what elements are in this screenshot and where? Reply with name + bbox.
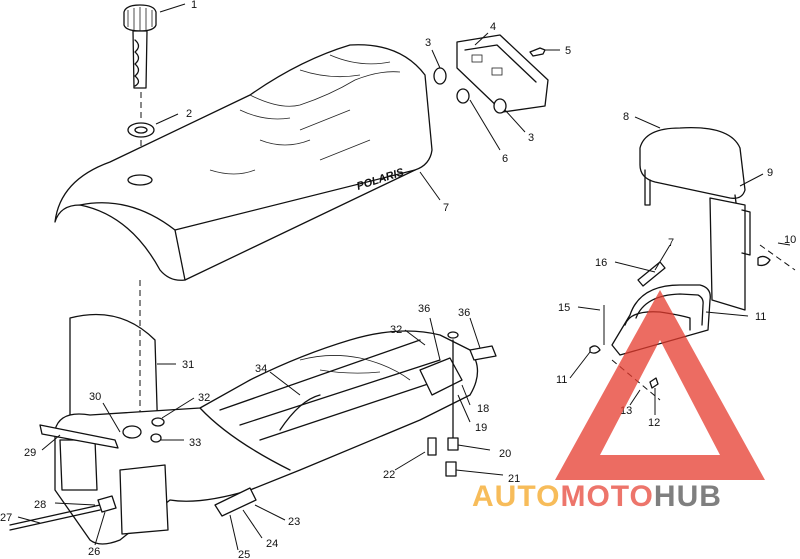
callout-36: 36	[418, 303, 430, 315]
callout-25: 25	[238, 549, 250, 559]
callout-9: 9	[767, 167, 773, 179]
watermark-auto: AUTO	[472, 480, 560, 513]
backrest	[639, 127, 796, 311]
callout-21: 21	[508, 473, 520, 485]
callout-22: 22	[383, 469, 395, 481]
callout-3: 3	[425, 37, 431, 49]
callout-11: 11	[755, 311, 766, 323]
seat: POLARIS	[54, 44, 433, 281]
svg-text:AUTOMOTOHUB: AUTOMOTOHUB	[472, 480, 722, 513]
callout-2: 2	[186, 108, 192, 120]
callout-7: 7	[443, 202, 449, 214]
latch-hardware	[419, 331, 497, 477]
callout-4: 4	[490, 21, 496, 33]
callout-7b: 7	[668, 237, 674, 249]
callout-30: 30	[89, 391, 101, 403]
callout-11b: 11	[556, 374, 567, 386]
callout-16: 16	[595, 257, 607, 269]
callout-34: 34	[255, 363, 267, 375]
watermark-hub: HUB	[654, 480, 722, 513]
leader-lines	[17, 3, 791, 551]
callout-32b: 32	[198, 392, 210, 404]
callout-31: 31	[182, 359, 194, 371]
callout-36b: 36	[458, 307, 470, 319]
callout-20: 20	[499, 448, 511, 460]
callout-28: 28	[34, 499, 46, 511]
callout-10: 10	[784, 234, 796, 246]
watermark-triangle	[555, 290, 765, 480]
callout-12: 12	[648, 417, 660, 429]
gas-cap	[123, 4, 157, 89]
callout-6: 6	[502, 153, 508, 165]
callout-24: 24	[266, 538, 278, 550]
callout-8: 8	[623, 111, 629, 123]
fuel-tank-chassis	[9, 330, 479, 545]
tank-shield	[69, 280, 159, 441]
watermark-moto: MOTO	[560, 480, 653, 513]
callout-29: 29	[24, 447, 36, 459]
callout-18: 18	[477, 403, 489, 415]
callout-1: 1	[191, 0, 197, 11]
callout-33: 33	[189, 437, 201, 449]
watermark-logo: AUTOMOTOHUB	[472, 290, 765, 513]
callout-3b: 3	[528, 132, 534, 144]
callout-5: 5	[565, 45, 571, 57]
callout-26: 26	[88, 546, 100, 558]
callout-27: 27	[0, 512, 12, 524]
callout-23: 23	[288, 516, 300, 528]
taillight-bracket	[433, 34, 549, 114]
callout-15: 15	[558, 302, 570, 314]
callout-32: 32	[390, 324, 402, 336]
callout-19: 19	[475, 422, 487, 434]
